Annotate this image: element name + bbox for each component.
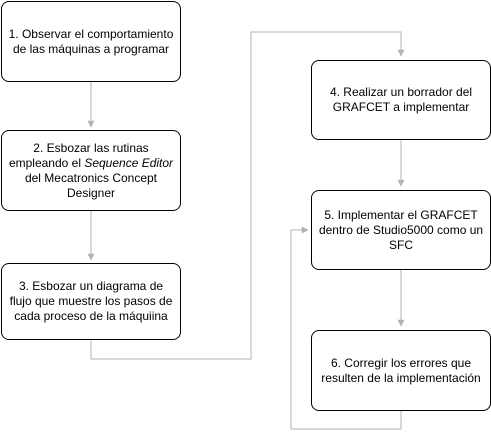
- step-1-label: 1. Observar el comportamiento de las máq…: [8, 26, 174, 56]
- connector-step6-step5-loop: [290, 226, 402, 430]
- step-5-label: 5. Implementar el GRAFCET dentro de Stud…: [318, 207, 484, 252]
- step-2-label: 2. Esbozar las rutinas empleando el Sequ…: [8, 140, 174, 200]
- step-2-box: 2. Esbozar las rutinas empleando el Sequ…: [1, 130, 181, 211]
- step-3-box: 3. Esbozar un diagrama de flujo que mues…: [1, 263, 181, 340]
- step-5-box: 5. Implementar el GRAFCET dentro de Stud…: [311, 190, 491, 270]
- step-3-label: 3. Esbozar un diagrama de flujo que mues…: [9, 279, 173, 323]
- step-1-box: 1. Observar el comportamiento de las máq…: [1, 1, 181, 82]
- connector-step3-step4: [90, 31, 405, 360]
- step-4-label: 4. Realizar un borrador del GRAFCET a im…: [329, 85, 473, 114]
- step-4-box: 4. Realizar un borrador del GRAFCET a im…: [311, 60, 491, 140]
- step-6-box: 6. Corregir los errores que resulten de …: [311, 330, 491, 411]
- step-6-label: 6. Corregir los errores que resulten de …: [321, 355, 481, 385]
